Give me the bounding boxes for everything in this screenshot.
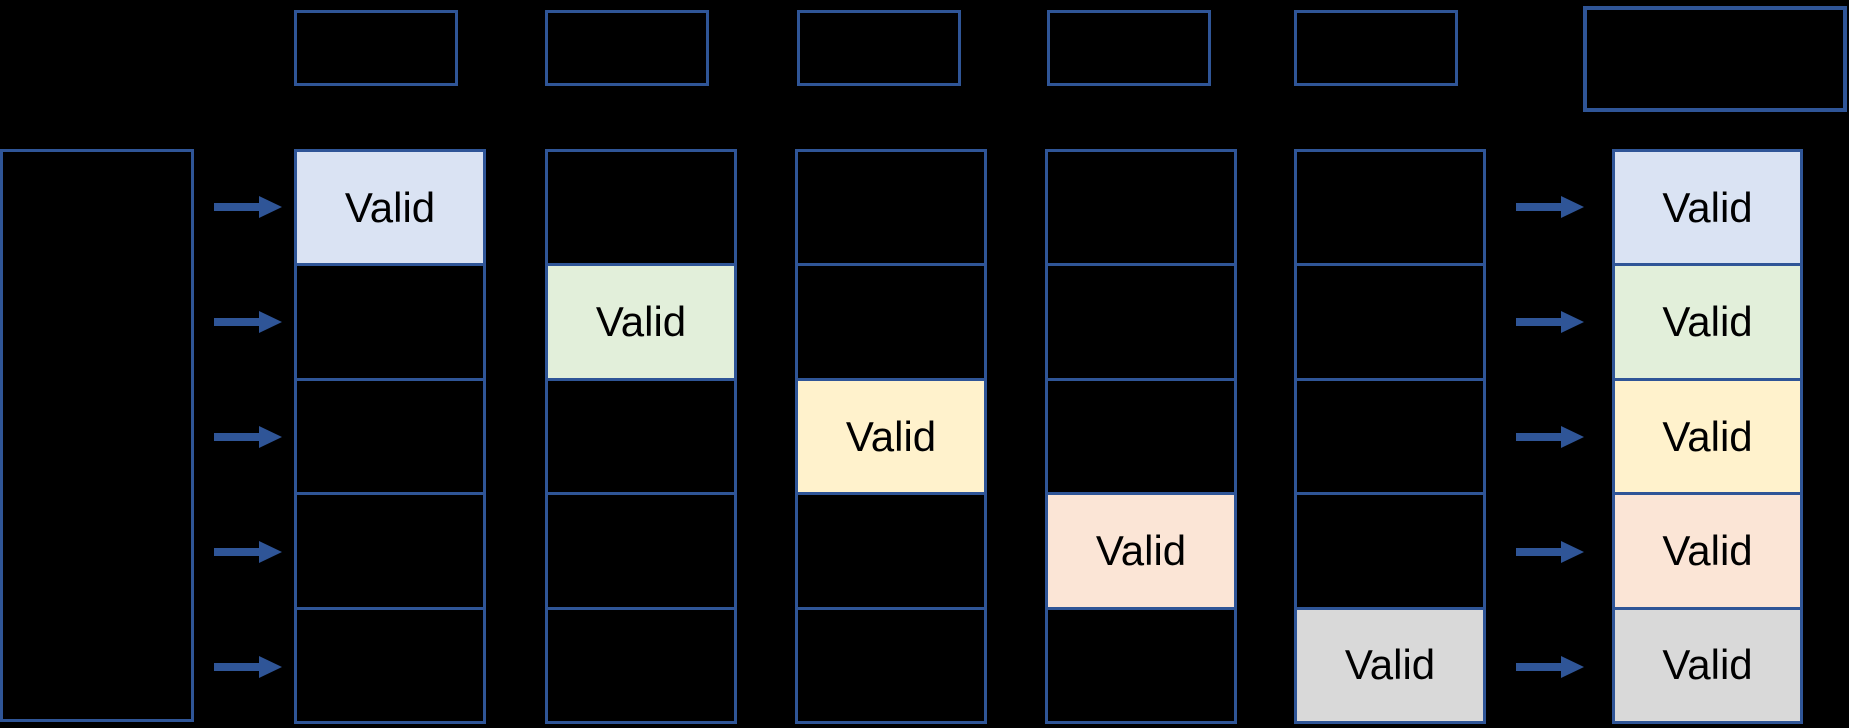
table-cell [1048, 606, 1234, 721]
arrow-right-icon [1516, 310, 1584, 334]
table-column-4: Valid [1045, 149, 1237, 724]
arrow-right-icon [214, 310, 282, 334]
table-column-3: Valid [795, 149, 987, 724]
table-cell [798, 492, 984, 606]
table-cell [1297, 263, 1483, 377]
table-cell [548, 152, 734, 263]
header-box-2 [545, 10, 709, 86]
table-cell [1048, 263, 1234, 377]
table-cell [1048, 152, 1234, 263]
arrow-right-icon [1516, 655, 1584, 679]
table-column-5: Valid [1294, 149, 1486, 724]
table-cell [798, 152, 984, 263]
table-cell: Valid [1048, 492, 1234, 607]
table-cell: Valid [297, 152, 483, 264]
table-cell [548, 606, 734, 721]
table-cell [1297, 377, 1483, 492]
arrow-right-icon [214, 540, 282, 564]
arrow-shaft [1516, 433, 1561, 441]
table-cell [798, 606, 984, 721]
arrow-shaft [214, 663, 259, 671]
result-cell: Valid [1615, 492, 1800, 607]
arrow-right-icon [214, 195, 282, 219]
arrow-head [259, 196, 282, 218]
result-cell: Valid [1615, 263, 1800, 378]
arrow-right-icon [214, 425, 282, 449]
table-cell [297, 606, 483, 721]
table-cell [297, 263, 483, 377]
arrow-shaft [1516, 548, 1561, 556]
arrow-shaft [214, 548, 259, 556]
arrow-head [1561, 426, 1584, 448]
arrow-shaft [1516, 663, 1561, 671]
table-cell [1048, 377, 1234, 492]
table-cell [798, 263, 984, 377]
arrow-head [1561, 311, 1584, 333]
table-cell [548, 492, 734, 606]
header-box-1 [294, 10, 458, 86]
arrow-shaft [1516, 318, 1561, 326]
table-cell: Valid [548, 263, 734, 378]
arrow-right-icon [1516, 540, 1584, 564]
arrow-shaft [214, 433, 259, 441]
arrow-shaft [214, 203, 259, 211]
source-box [0, 149, 194, 722]
arrow-right-icon [1516, 425, 1584, 449]
arrow-head [259, 656, 282, 678]
table-cell [1297, 492, 1483, 606]
header-box-3 [797, 10, 961, 86]
header-box-4 [1047, 10, 1211, 86]
table-cell [1297, 152, 1483, 263]
arrow-head [1561, 656, 1584, 678]
result-cell: Valid [1615, 606, 1800, 722]
header-box-5 [1294, 10, 1458, 86]
arrow-shaft [1516, 203, 1561, 211]
result-column: Valid Valid Valid Valid Valid [1612, 149, 1803, 724]
arrow-head [1561, 196, 1584, 218]
table-cell: Valid [798, 377, 984, 493]
table-cell [548, 377, 734, 492]
table-column-1: Valid [294, 149, 486, 724]
header-box-wide [1583, 6, 1847, 112]
arrow-head [259, 311, 282, 333]
table-cell [297, 377, 483, 492]
arrow-head [1561, 541, 1584, 563]
arrow-head [259, 541, 282, 563]
arrow-right-icon [214, 655, 282, 679]
table-cell [297, 492, 483, 606]
table-column-2: Valid [545, 149, 737, 724]
result-cell: Valid [1615, 152, 1800, 264]
result-cell: Valid [1615, 377, 1800, 493]
arrow-shaft [214, 318, 259, 326]
table-cell: Valid [1297, 606, 1483, 722]
arrow-head [259, 426, 282, 448]
arrow-right-icon [1516, 195, 1584, 219]
